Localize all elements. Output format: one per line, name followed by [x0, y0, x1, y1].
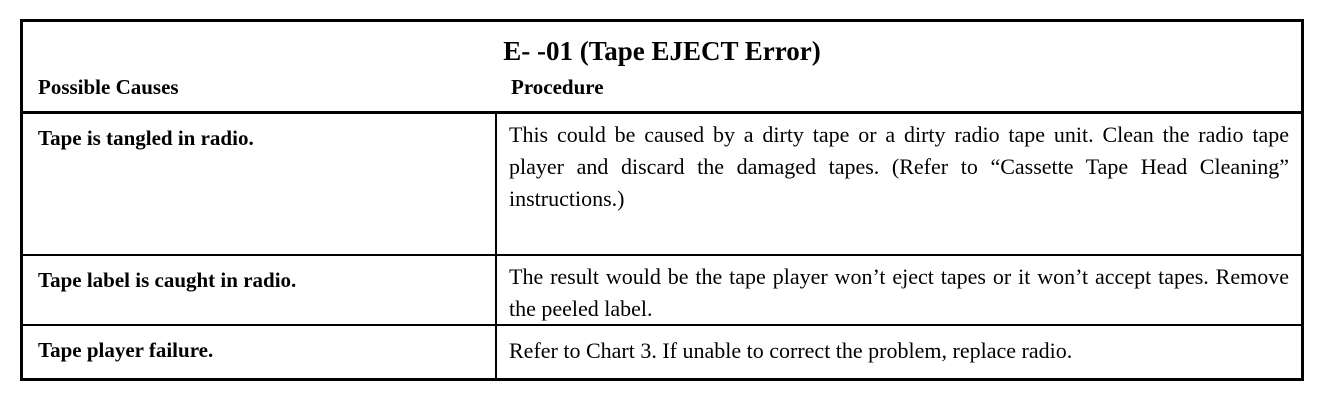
error-title: E- -01 (Tape EJECT Error) — [503, 36, 821, 66]
table-header: E- -01 (Tape EJECT Error) Possible Cause… — [23, 22, 1301, 114]
error-table: E- -01 (Tape EJECT Error) Possible Cause… — [20, 19, 1304, 381]
cause-cell: Tape player failure. — [38, 338, 214, 362]
procedure-header: Procedure — [511, 75, 604, 99]
procedure-cell: Refer to Chart 3. If unable to correct t… — [495, 326, 1301, 378]
procedure-text: The result would be the tape player won’… — [509, 264, 1289, 321]
procedure-text: This could be caused by a dirty tape or … — [509, 122, 1289, 211]
table-row: Tape label is caught in radio. The resul… — [23, 256, 1301, 326]
procedure-text: Refer to Chart 3. If unable to correct t… — [509, 338, 1073, 363]
procedure-cell: This could be caused by a dirty tape or … — [495, 114, 1301, 254]
possible-causes-header: Possible Causes — [38, 75, 179, 99]
cause-cell: Tape is tangled in radio. — [38, 126, 254, 150]
cause-cell: Tape label is caught in radio. — [38, 268, 297, 292]
table-row: Tape is tangled in radio. This could be … — [23, 114, 1301, 256]
procedure-cell: The result would be the tape player won’… — [495, 256, 1301, 324]
table-row: Tape player failure. Refer to Chart 3. I… — [23, 326, 1301, 378]
